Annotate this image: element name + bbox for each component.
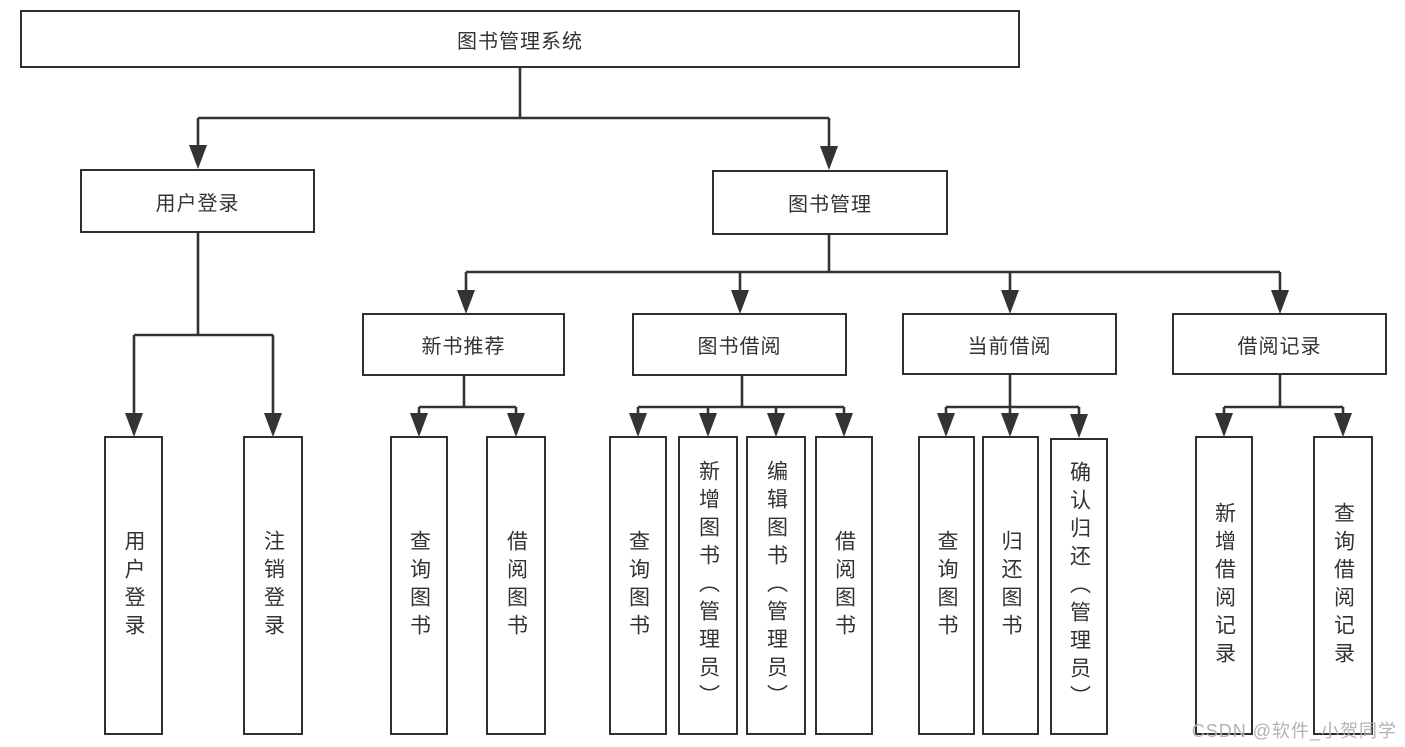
- connector-book-management-to-level3: [457, 235, 1289, 314]
- leaf-add-borrow-record: 新增借阅记录: [1195, 436, 1253, 735]
- watermark-csdn: CSDN @软件_小贺同学: [1191, 721, 1397, 741]
- node-borrowing-records: 借阅记录: [1172, 313, 1387, 375]
- connector-book-borrowing-to-leaves: [629, 376, 853, 437]
- connector-root-to-level2: [189, 68, 838, 170]
- leaf-query-books-recommend: 查询图书: [390, 436, 448, 735]
- leaf-return-books: 归还图书: [982, 436, 1039, 735]
- leaf-query-books-current: 查询图书: [918, 436, 975, 735]
- node-book-borrowing: 图书借阅: [632, 313, 847, 376]
- leaf-add-book-admin: 新增图书（管理员）: [678, 436, 738, 735]
- leaf-query-borrow-record: 查询借阅记录: [1313, 436, 1373, 735]
- connector-user-login-to-leaves: [125, 233, 282, 437]
- connector-borrowing-records-to-leaves: [1215, 375, 1352, 437]
- node-current-borrowing: 当前借阅: [902, 313, 1117, 375]
- node-library-management-system: 图书管理系统: [20, 10, 1020, 68]
- leaf-logout: 注销登录: [243, 436, 303, 735]
- leaf-confirm-return-admin: 确认归还（管理员）: [1050, 438, 1108, 735]
- connector-current-borrowing-to-leaves: [937, 375, 1088, 438]
- leaf-edit-book-admin: 编辑图书（管理员）: [746, 436, 806, 735]
- node-book-management: 图书管理: [712, 170, 948, 235]
- node-new-book-recommend: 新书推荐: [362, 313, 565, 376]
- leaf-borrow-books-recommend: 借阅图书: [486, 436, 546, 735]
- node-user-login: 用户登录: [80, 169, 315, 233]
- leaf-query-books-borrowing: 查询图书: [609, 436, 667, 735]
- leaf-borrow-books-borrowing: 借阅图书: [815, 436, 873, 735]
- connector-new-book-recommend-to-leaves: [410, 376, 525, 437]
- leaf-user-login: 用户登录: [104, 436, 163, 735]
